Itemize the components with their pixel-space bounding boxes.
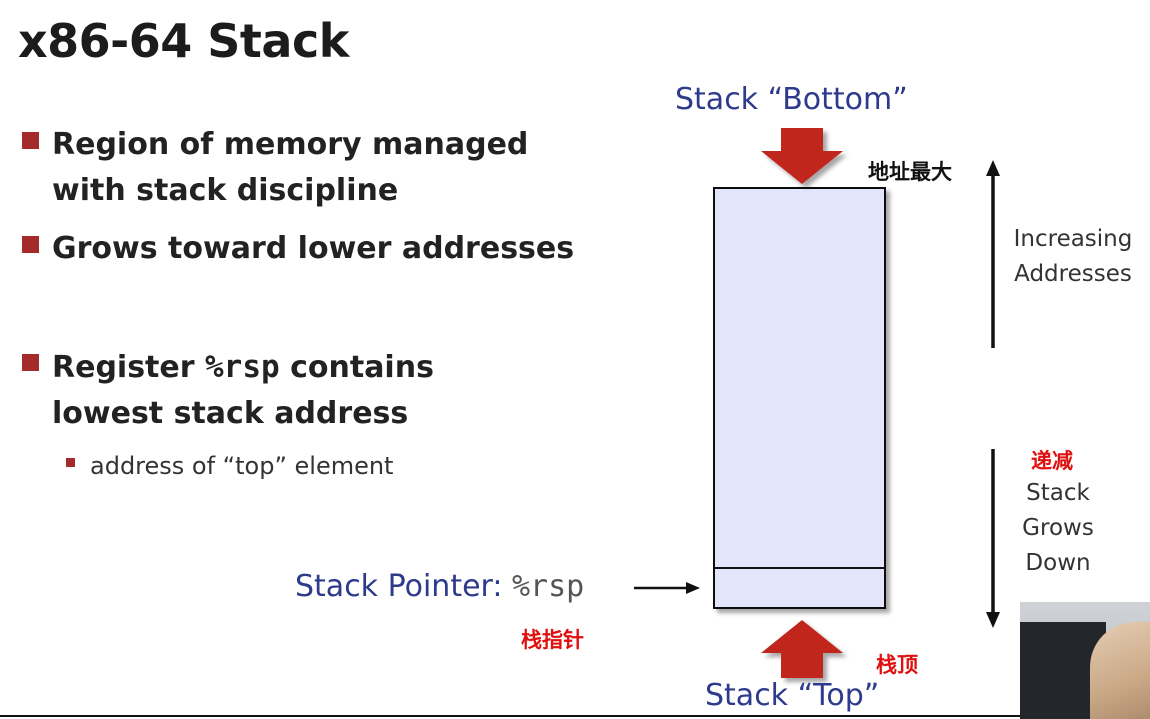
bullet-text: Register %rsp contains lowest stack addr… (52, 344, 482, 437)
bullet-text-prefix: Register (52, 350, 205, 385)
stack-top-arrow (761, 620, 843, 678)
sub-bullet-top-element: address of “top” element (66, 450, 586, 482)
grows-label-line: Grows (1022, 515, 1094, 541)
stack-bottom-label: Stack “Bottom” (675, 82, 908, 117)
grows-label-line: Stack (1026, 480, 1090, 506)
stack-bottom-arrow (761, 128, 843, 184)
increasing-addresses-label: Increasing Addresses (1008, 222, 1138, 292)
bullet-region-of-memory: Region of memory managed with stack disc… (22, 122, 642, 214)
presenter-figure (1090, 622, 1150, 719)
annotation-decreasing: 递减 (1031, 449, 1073, 473)
bullet-text: Region of memory managed with stack disc… (52, 127, 529, 208)
bullet-marker (22, 236, 39, 253)
stack-region (713, 187, 886, 609)
bottom-divider (0, 715, 1020, 717)
stack-top-label: Stack “Top” (705, 678, 880, 713)
bullet-text-suffix: contains lowest stack address (52, 350, 434, 431)
stack-pointer-label-prefix: Stack Pointer: (295, 569, 512, 604)
bullet-marker (22, 132, 39, 149)
sub-bullet-marker (66, 458, 75, 467)
bullet-register-rsp: Register %rsp contains lowest stack addr… (22, 344, 642, 437)
bullet-marker (22, 354, 39, 371)
stack-pointer-arrow-head (686, 582, 700, 594)
presenter-video-thumbnail (1020, 602, 1150, 719)
grows-down-arrow-head (986, 612, 1000, 628)
increasing-label-line: Increasing (1013, 226, 1133, 252)
stack-pointer-register: %rsp (512, 569, 585, 604)
increasing-addresses-arrow-head (986, 160, 1000, 176)
slide-title: x86-64 Stack (18, 14, 349, 68)
register-rsp-code: %rsp (205, 349, 280, 385)
increasing-label-line: Addresses (1014, 261, 1132, 287)
grows-label-line: Down (1025, 550, 1091, 576)
annotation-stack-pointer: 栈指针 (521, 628, 584, 652)
stack-pointer-label: Stack Pointer: %rsp (295, 569, 584, 604)
bullet-grows-toward-lower: Grows toward lower addresses (22, 226, 642, 272)
stack-grows-down-label: Stack Grows Down (1008, 476, 1108, 581)
annotation-max-address: 地址最大 (868, 160, 952, 184)
annotation-stack-top: 栈顶 (876, 653, 918, 677)
sub-bullet-text: address of “top” element (90, 452, 394, 480)
bullet-text: Grows toward lower addresses (52, 231, 575, 266)
